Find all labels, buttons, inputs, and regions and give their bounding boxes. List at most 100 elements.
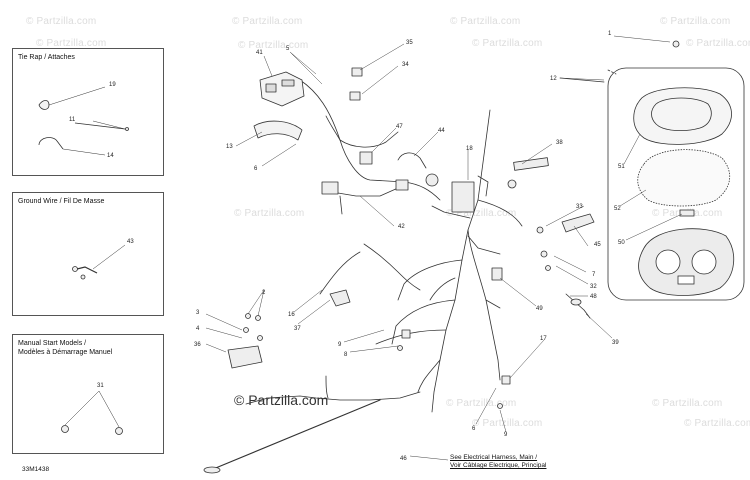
ground-wire-43 xyxy=(76,266,98,274)
main-harness-trunk xyxy=(431,109,491,413)
callout-51: 51 xyxy=(618,164,625,170)
callout-42: 42 xyxy=(398,224,405,230)
main-harness-branch xyxy=(431,205,471,219)
callout-19: 19 xyxy=(109,82,116,88)
watermark: © Partzilla.com xyxy=(686,38,750,49)
watermark: © Partzilla.com xyxy=(472,418,543,429)
callout-43: 43 xyxy=(127,239,134,245)
inset-title-line2: Modèles à Démarrage Manuel xyxy=(18,349,113,356)
callout-7: 7 xyxy=(592,272,596,278)
main-harness-branch xyxy=(375,329,447,345)
callout-37: 37 xyxy=(294,326,301,332)
tie-rap-14 xyxy=(38,137,64,150)
watermark: © Partzilla.com xyxy=(234,208,305,219)
callout-1: 1 xyxy=(608,31,612,37)
harness-note: See Electrical Harness, Main / Voir Câbl… xyxy=(450,454,546,470)
callout-46: 46 xyxy=(400,456,407,462)
main-harness-branch xyxy=(467,235,501,255)
antenna-base xyxy=(203,466,221,474)
inset-title-line1: Manual Start Models / xyxy=(18,340,87,347)
callout-13: 13 xyxy=(226,144,233,150)
inset-ground-wire: Ground Wire / Fil De Masse 43 xyxy=(12,192,164,316)
switch-harness-branch xyxy=(331,187,399,197)
main-harness-branch xyxy=(397,259,463,301)
gauge-cluster-50 xyxy=(638,228,735,296)
callout-12: 12 xyxy=(550,76,557,82)
callout-49: 49 xyxy=(536,306,543,312)
gauge-lens-52 xyxy=(637,149,730,207)
callout-48: 48 xyxy=(590,294,597,300)
watermark: © Partzilla.com xyxy=(36,38,107,49)
lower-harness xyxy=(245,391,421,405)
inset-title: Tie Rap / Attaches xyxy=(18,54,75,61)
left-harness-branch xyxy=(363,243,421,291)
callout-44: 44 xyxy=(438,128,445,134)
switch-harness xyxy=(299,79,441,201)
inset-title: Ground Wire / Fil De Masse xyxy=(18,198,105,205)
note-line2: Voir Câblage Electrique, Principal xyxy=(450,462,547,469)
callout-3: 3 xyxy=(196,310,200,316)
brand-watermark: © Partzilla.com xyxy=(234,392,329,408)
watermark: © Partzilla.com xyxy=(446,398,517,409)
inset-manual-start: Manual Start Models / Modèles à Démarrag… xyxy=(12,334,164,454)
rubber-boot xyxy=(253,120,303,141)
ground-wire-drawing: 43 xyxy=(72,239,134,280)
callout-38: 38 xyxy=(556,140,563,146)
callout-52: 52 xyxy=(614,206,621,212)
callout-32: 32 xyxy=(590,284,597,290)
inset-title: Manual Start Models / Modèles à Démarrag… xyxy=(18,339,112,357)
gauge-bezel-51 xyxy=(633,87,732,145)
callout-47: 47 xyxy=(396,124,403,130)
manual-start-drawing: 31 xyxy=(61,383,123,435)
gauge-group-box xyxy=(607,67,745,301)
callout-39: 39 xyxy=(612,340,619,346)
module-18 xyxy=(451,181,475,213)
antenna-rod xyxy=(205,399,381,473)
watermark: © Partzilla.com xyxy=(684,418,750,429)
bracket-45 xyxy=(561,213,595,233)
main-harness-branch xyxy=(417,359,441,393)
callout-45: 45 xyxy=(594,242,601,248)
callout-41: 41 xyxy=(256,50,263,56)
note-line1: See Electrical Harness, Main / xyxy=(450,454,538,461)
callout-35: 35 xyxy=(406,40,413,46)
watermark: © Partzilla.com xyxy=(660,16,731,27)
callout-16: 16 xyxy=(288,312,295,318)
module-36 xyxy=(227,345,263,369)
main-harness-branch xyxy=(477,199,523,227)
callout-34: 34 xyxy=(402,62,409,68)
bracket-37 xyxy=(329,289,351,307)
callout-31: 31 xyxy=(97,383,104,389)
callout-9: 9 xyxy=(338,342,342,348)
callout-11: 11 xyxy=(69,117,76,123)
callout-2: 2 xyxy=(262,290,266,296)
watermark: © Partzilla.com xyxy=(26,16,97,27)
callout-17: 17 xyxy=(540,336,547,342)
diagram-reference-code: 33M1438 xyxy=(22,466,50,473)
callout-8: 8 xyxy=(344,352,348,358)
callout-6: 6 xyxy=(254,166,258,172)
connector-42 xyxy=(321,181,339,195)
watermark: © Partzilla.com xyxy=(652,398,723,409)
clip-50 xyxy=(679,209,695,217)
inset-tie-rap: Tie Rap / Attaches 19 11 14 xyxy=(12,48,164,176)
connector-47 xyxy=(359,151,373,165)
callout-33: 33 xyxy=(576,204,583,210)
plug-31 xyxy=(115,427,123,435)
callout-6b: 6 xyxy=(472,426,476,432)
watermark: © Partzilla.com xyxy=(450,16,521,27)
callout-50: 50 xyxy=(618,240,625,246)
callout-5: 5 xyxy=(286,46,290,52)
callout-9b: 9 xyxy=(504,432,508,438)
main-harness-branch xyxy=(467,229,501,381)
tie-rap-drawing: 19 11 14 xyxy=(38,82,129,159)
relay-44 xyxy=(425,173,439,187)
tie-rap-11 xyxy=(74,122,126,130)
watermark: © Partzilla.com xyxy=(232,16,303,27)
callout-18: 18 xyxy=(466,146,473,152)
sensor-39 xyxy=(565,293,591,319)
callout-36: 36 xyxy=(194,342,201,348)
watermark: © Partzilla.com xyxy=(446,208,517,219)
watermark: © Partzilla.com xyxy=(238,40,309,51)
